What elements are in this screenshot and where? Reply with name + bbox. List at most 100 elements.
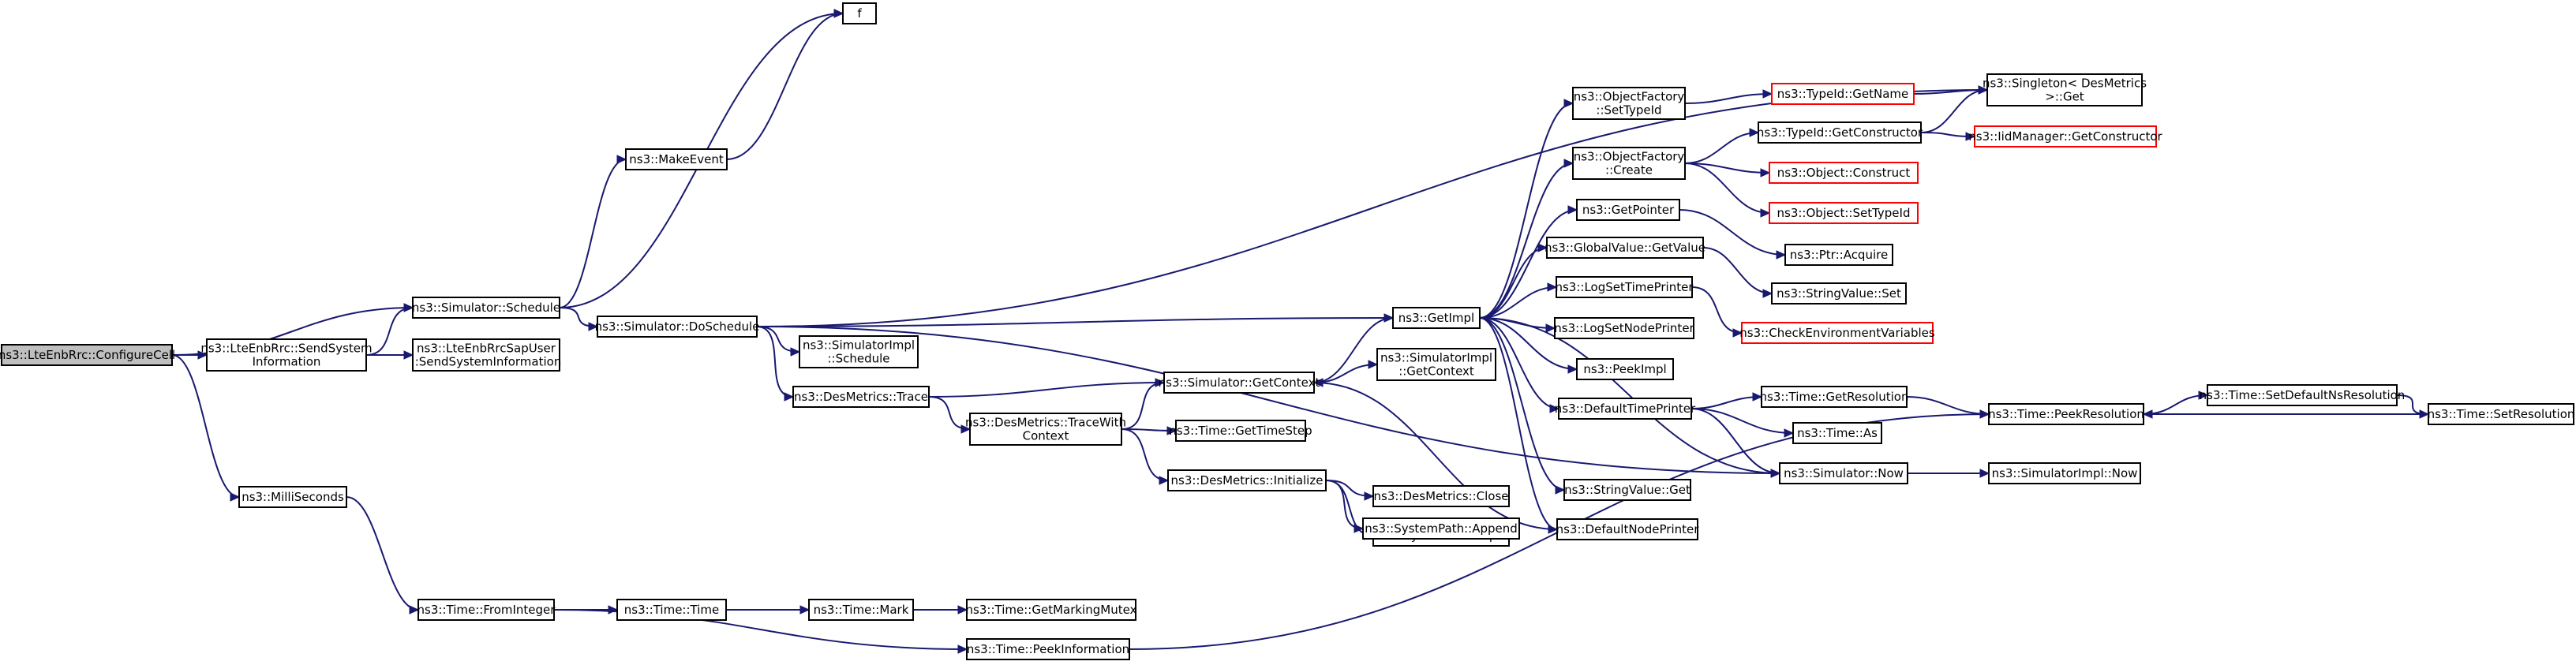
node-time-mark[interactable]: ns3::Time::Mark <box>808 599 914 621</box>
node-sim-get-context[interactable]: ns3::Simulator::GetContext <box>1159 372 1320 394</box>
node-label: >::Get <box>2045 90 2084 104</box>
node-desmetrics-initialize[interactable]: ns3::DesMetrics::Initialize <box>1167 469 1327 491</box>
node-box <box>842 2 877 24</box>
edge-line <box>1684 163 1770 174</box>
node-label: ns3::ObjectFactory <box>1574 150 1685 164</box>
edge-arrowhead <box>957 644 968 654</box>
node-get-impl[interactable]: ns3::GetImpl <box>1392 307 1481 329</box>
node-log-set-node-printer[interactable]: ns3::LogSetNodePrinter <box>1554 317 1695 339</box>
edge-default-time-printer-to-time-get-resolution <box>1690 392 1763 409</box>
node-typeid-get-constructor[interactable]: ns3::TypeId::GetConstructor <box>1757 121 1923 144</box>
node-of-set-type-id[interactable]: ns3::ObjectFactory::SetTypeId <box>1572 87 1686 120</box>
edge-arrowhead <box>1563 99 1574 108</box>
node-globalvalue-get-value[interactable]: ns3::GlobalValue::GetValue <box>1544 237 1705 259</box>
node-label: ns3::DesMetrics::Initialize <box>1171 473 1324 488</box>
node-time-get-marking-mutex[interactable]: ns3::Time::GetMarkingMutex <box>966 599 1137 621</box>
node-time-set-default-ns-resolution[interactable]: ns3::Time::SetDefaultNsResolution <box>2200 384 2406 406</box>
edge-get-pointer-to-ptr-acquire <box>1679 209 1787 260</box>
node-object-construct[interactable]: ns3::Object::Construct <box>1769 162 1919 184</box>
node-time-from-integer[interactable]: ns3::Time::FromInteger <box>417 599 556 621</box>
node-time-time[interactable]: ns3::Time::Time <box>616 599 727 621</box>
node-label: Context <box>1023 429 1069 443</box>
edge-arrowhead <box>1749 128 1760 137</box>
edge-trace-with-context-to-time-get-time-step <box>1121 426 1178 435</box>
node-desmetrics-close[interactable]: ns3::DesMetrics::Close <box>1372 485 1510 507</box>
edge-line <box>928 382 1165 398</box>
node-peek-impl[interactable]: ns3::PeekImpl <box>1576 358 1674 380</box>
node-simimpl-schedule[interactable]: ns3::SimulatorImpl::Schedule <box>799 335 919 368</box>
edge-get-impl-to-peek-impl <box>1479 317 1578 374</box>
edge-line <box>365 307 414 356</box>
edge-line <box>1479 163 1574 319</box>
edge-arrowhead <box>1555 485 1566 495</box>
edge-arrowhead <box>1563 159 1574 168</box>
edge-line <box>1479 317 1558 530</box>
node-simulator-schedule[interactable]: ns3::Simulator::Schedule <box>412 297 560 319</box>
node-box <box>792 386 930 408</box>
edge-get-impl-to-of-create <box>1479 159 1574 319</box>
node-time-peek-information[interactable]: ns3::Time::PeekInformation <box>966 638 1130 660</box>
node-milliseconds[interactable]: ns3::MilliSeconds <box>238 486 347 508</box>
node-label: ns3::MakeEvent <box>629 152 724 166</box>
node-box <box>1362 517 1520 540</box>
node-configure-cell[interactable]: ns3::LteEnbRrc::ConfigureCell <box>0 344 175 366</box>
node-time-get-resolution[interactable]: ns3::Time::GetResolution <box>1760 386 1909 408</box>
node-time-peek-resolution[interactable]: ns3::Time::PeekResolution <box>1988 403 2144 425</box>
edge-arrowhead <box>799 605 811 615</box>
node-iidmanager-get-constructor[interactable]: ns3::IidManager::GetConstructor <box>1968 125 2163 148</box>
edge-line <box>171 354 240 498</box>
node-of-create[interactable]: ns3::ObjectFactory::Create <box>1572 147 1686 180</box>
edge-arrowhead <box>1549 404 1560 413</box>
node-box <box>966 599 1136 621</box>
node-desmetrics-trace[interactable]: ns3::DesMetrics::Trace <box>792 386 930 408</box>
node-box <box>1758 121 1922 144</box>
node-stringvalue-set[interactable]: ns3::StringValue::Set <box>1771 282 1907 304</box>
node-make-event[interactable]: ns3::MakeEvent <box>625 148 728 170</box>
edge-line <box>1479 103 1574 319</box>
node-typeid-get-name[interactable]: ns3::TypeId::GetName <box>1771 83 1915 105</box>
edge-line <box>1313 364 1378 383</box>
node-ptr-acquire[interactable]: ns3::Ptr::Acquire <box>1784 244 1893 266</box>
node-box <box>1576 199 1680 221</box>
node-stringvalue-get[interactable]: ns3::StringValue::Get <box>1563 479 1691 501</box>
node-simimpl-now[interactable]: ns3::SimulatorImpl::Now <box>1988 462 2141 484</box>
node-do-schedule[interactable]: ns3::Simulator::DoSchedule <box>595 316 760 338</box>
edge-arrowhead <box>1537 243 1548 252</box>
edge-get-impl-to-get-pointer <box>1479 205 1578 319</box>
node-simulator-now[interactable]: ns3::Simulator::Now <box>1779 462 1908 484</box>
node-get-pointer[interactable]: ns3::GetPointer <box>1576 199 1680 221</box>
node-label: ns3::TypeId::GetName <box>1777 87 1908 101</box>
node-label: ns3::Time::GetResolution <box>1760 390 1909 404</box>
node-default-time-printer[interactable]: ns3::DefaultTimePrinter <box>1555 398 1696 420</box>
edge-arrowhead <box>616 155 627 164</box>
node-time-get-time-step[interactable]: ns3::Time::GetTimeStep <box>1169 420 1312 442</box>
node-box <box>1988 462 2141 484</box>
node-label: ns3::MilliSeconds <box>242 490 344 504</box>
node-f[interactable]: f <box>842 2 877 24</box>
node-default-node-printer[interactable]: ns3::DefaultNodePrinter <box>1556 518 1700 540</box>
node-box <box>1 344 173 366</box>
node-sap-user-send[interactable]: ns3::LteEnbRrcSapUser::SendSystemInforma… <box>411 338 562 372</box>
node-time-set-resolution[interactable]: ns3::Time::SetResolution <box>2428 403 2575 425</box>
node-check-env-vars[interactable]: ns3::CheckEnvironmentVariables <box>1739 322 1935 344</box>
node-send-system-information[interactable]: ns3::LteEnbRrc::SendSystemInformation <box>200 338 373 372</box>
node-box <box>1175 420 1306 442</box>
edge-arrowhead <box>833 9 844 18</box>
edge-arrowhead <box>403 350 414 360</box>
node-object-set-type-id[interactable]: ns3::Object::SetTypeId <box>1769 202 1919 224</box>
node-box <box>808 599 914 621</box>
node-singleton-get[interactable]: ns3::Singleton< DesMetrics >::Get <box>1983 73 2147 106</box>
edge-arrowhead <box>2198 390 2209 400</box>
edge-default-time-printer-to-time-as <box>1690 408 1795 438</box>
node-systempath-append[interactable]: ns3::SystemPath::Append <box>1362 517 1520 540</box>
node-simimpl-get-context[interactable]: ns3::SimulatorImpl::GetContext <box>1376 348 1496 381</box>
edge-line <box>346 496 419 611</box>
node-label: ns3::StringValue::Set <box>1777 286 1901 301</box>
node-box <box>1554 317 1694 339</box>
edge-of-set-type-id-to-typeid-get-name <box>1684 89 1773 104</box>
node-log-set-time-printer[interactable]: ns3::LogSetTimePrinter <box>1555 276 1694 298</box>
node-time-as[interactable]: ns3::Time::As <box>1792 422 1882 444</box>
node-label: ns3::Time::SetResolution <box>2428 407 2575 421</box>
